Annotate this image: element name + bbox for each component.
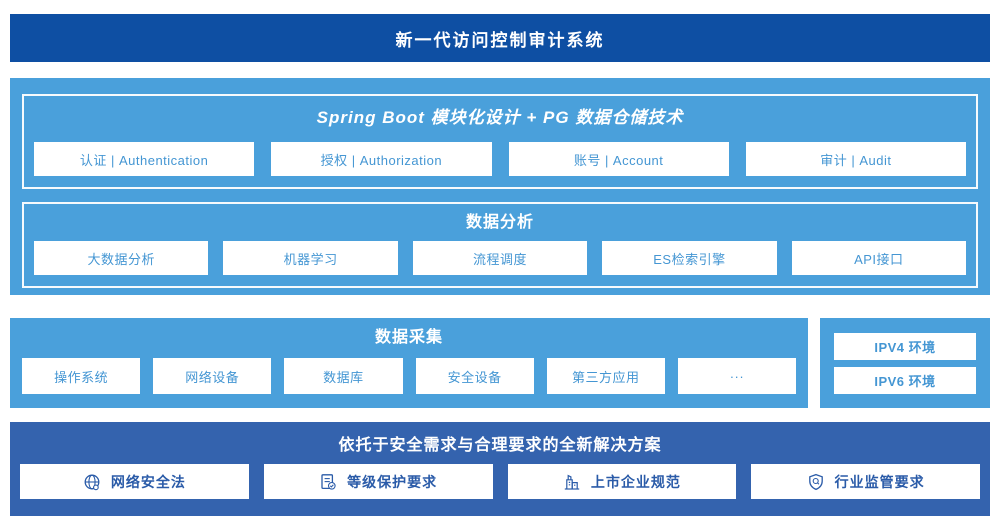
springboot-module-row: 认证 | Authentication 授权 | Authorization 账… xyxy=(24,142,976,176)
solution-title: 依托于安全需求与合理要求的全新解决方案 xyxy=(338,437,662,454)
module-box-bigdata: 大数据分析 xyxy=(34,241,209,275)
platform-section: Spring Boot 模块化设计 + PG 数据仓储技术 认证 | Authe… xyxy=(10,78,990,295)
module-box-api: API接口 xyxy=(791,241,967,275)
module-box-machine-learning: 机器学习 xyxy=(223,241,398,275)
solution-label: 网络安全法 xyxy=(110,473,186,490)
solution-box-classified-protection: 等级保护要求 xyxy=(263,464,493,499)
module-box-database: 数据库 xyxy=(284,358,403,394)
springboot-layer-title: Spring Boot 模块化设计 + PG 数据仓储技术 xyxy=(316,108,684,127)
solution-box-industry-regulation: 行业监管要求 xyxy=(751,464,980,499)
shield-inspect-icon xyxy=(807,473,825,491)
solution-box-listed-company: 上市企业规范 xyxy=(507,464,737,499)
module-box-es-search: ES检索引擎 xyxy=(602,241,777,275)
module-box-authentication: 认证 | Authentication xyxy=(34,142,255,176)
springboot-layer: Spring Boot 模块化设计 + PG 数据仓储技术 认证 | Authe… xyxy=(22,94,978,189)
env-box-ipv6: IPV6 环境 xyxy=(834,366,976,394)
system-title: 新一代访问控制审计系统 xyxy=(395,30,605,50)
collection-module-row: 操作系统 网络设备 数据库 安全设备 第三方应用 ··· xyxy=(10,358,808,394)
solution-label: 等级保护要求 xyxy=(347,473,438,490)
solution-section: 依托于安全需求与合理要求的全新解决方案 网络安全法 xyxy=(10,422,990,516)
analysis-module-row: 大数据分析 机器学习 流程调度 ES检索引擎 API接口 xyxy=(24,241,976,275)
solution-box-cybersecurity-law: 网络安全法 xyxy=(20,464,249,499)
analysis-layer: 数据分析 大数据分析 机器学习 流程调度 ES检索引擎 API接口 xyxy=(22,202,978,288)
solution-row: 网络安全法 等级保护要求 xyxy=(10,464,990,499)
environment-panel: IPV4 环境 IPV6 环境 xyxy=(820,318,990,408)
building-icon xyxy=(563,473,581,491)
solution-label: 行业监管要求 xyxy=(834,473,925,490)
module-box-more: ··· xyxy=(677,358,797,394)
module-box-thirdparty: 第三方应用 xyxy=(546,358,665,394)
collection-title: 数据采集 xyxy=(374,329,443,346)
collection-section: 数据采集 操作系统 网络设备 数据库 安全设备 第三方应用 ··· xyxy=(10,318,808,408)
module-box-os: 操作系统 xyxy=(22,358,141,394)
checklist-check-icon xyxy=(319,473,337,491)
top-banner: 新一代访问控制审计系统 xyxy=(10,14,990,62)
analysis-layer-title: 数据分析 xyxy=(465,214,534,231)
globe-icon xyxy=(83,473,101,491)
module-box-security-device: 安全设备 xyxy=(415,358,534,394)
module-box-network-device: 网络设备 xyxy=(153,358,272,394)
env-box-ipv4: IPV4 环境 xyxy=(834,332,976,360)
module-box-authorization: 授权 | Authorization xyxy=(271,142,492,176)
solution-label: 上市企业规范 xyxy=(590,473,681,490)
module-box-workflow: 流程调度 xyxy=(412,241,588,275)
module-box-account: 账号 | Account xyxy=(508,142,729,176)
module-box-audit: 审计 | Audit xyxy=(745,142,966,176)
